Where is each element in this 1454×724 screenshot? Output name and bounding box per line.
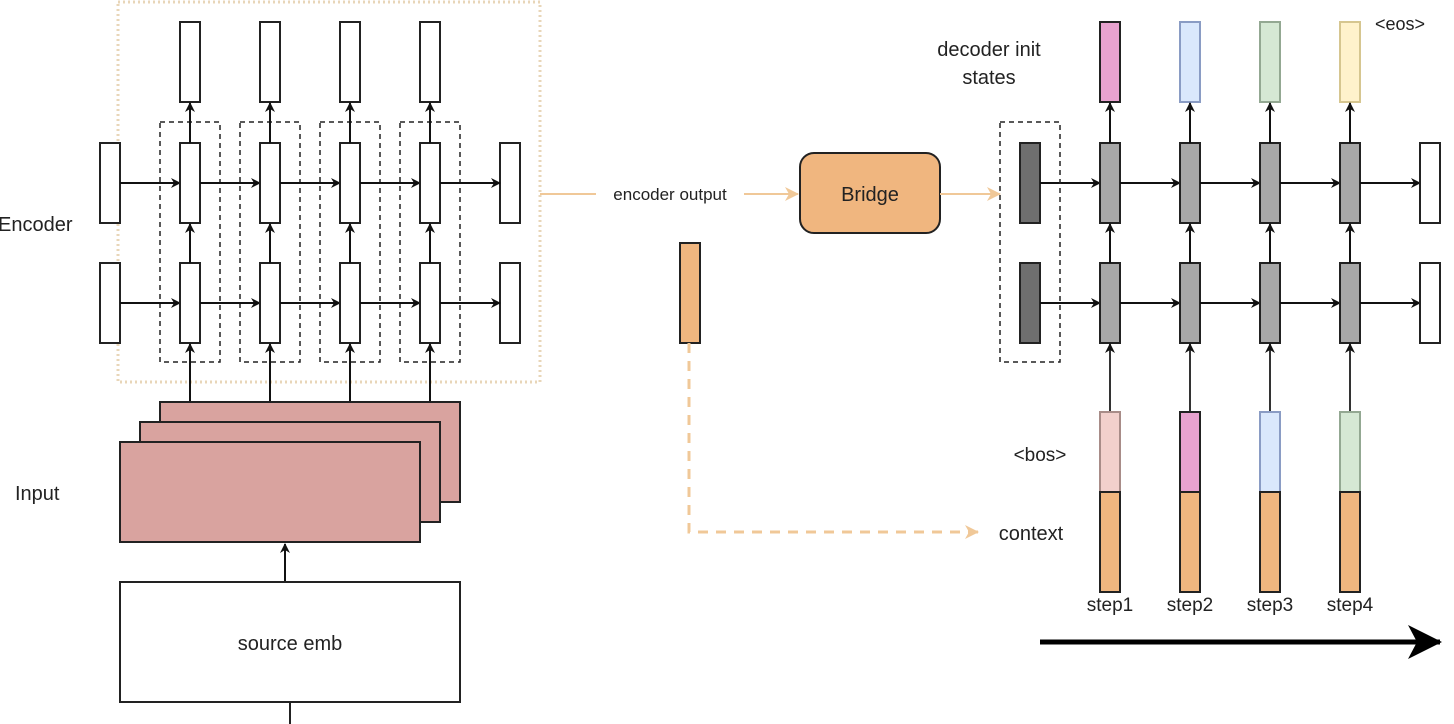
encoder-cell: [259, 262, 281, 344]
step-label-2: step2: [1167, 595, 1213, 616]
decoder-init-label-line2: states: [962, 67, 1015, 89]
encoder-output-cell: [259, 21, 281, 103]
encoder-cell: [419, 262, 441, 344]
decoder-context-vector: [1339, 491, 1361, 593]
encoder-cell: [259, 142, 281, 224]
input-layer-front: [119, 441, 421, 543]
decoder-cell: [1259, 142, 1281, 224]
source-emb-box: [119, 581, 461, 703]
decoder-grid: [1019, 21, 1441, 593]
decoder-cell: [1259, 262, 1281, 344]
encoder-final-state: [499, 262, 521, 344]
encoder-output-cell: [339, 21, 361, 103]
decoder-cell: [1099, 262, 1121, 344]
decoder-final-state: [1419, 262, 1441, 344]
encoder-cell: [179, 262, 201, 344]
decoder-input-token: [1339, 411, 1361, 493]
encoder-cell: [339, 262, 361, 344]
encoder-cell: [339, 142, 361, 224]
decoder-output-token: [1099, 21, 1121, 103]
decoder-context-vector: [1099, 491, 1121, 593]
decoder-context-vector: [1259, 491, 1281, 593]
decoder-output-token: [1179, 21, 1201, 103]
encoder-initial-state: [99, 142, 121, 224]
decoder-cell: [1099, 142, 1121, 224]
context-vector: [679, 242, 701, 344]
decoder-cell: [1179, 142, 1201, 224]
step-label-3: step3: [1247, 595, 1293, 616]
decoder-init-states-box: [999, 121, 1061, 363]
encoder-cell: [419, 142, 441, 224]
encoder-output-cell: [179, 21, 201, 103]
decoder-init-label-line1: decoder init: [937, 39, 1041, 61]
encoder-final-state: [499, 142, 521, 224]
decoder-init-state: [1019, 142, 1041, 224]
decoder-cell: [1339, 262, 1361, 344]
bos-label: <bos>: [1014, 445, 1067, 466]
encoder-cell: [179, 142, 201, 224]
decoder-input-token: [1099, 411, 1121, 493]
encoder-output-cell: [419, 21, 441, 103]
input-label: Input: [15, 483, 60, 505]
decoder-output-token: [1259, 21, 1281, 103]
step-label-4: step4: [1327, 595, 1374, 616]
context-dashed-arrow: [687, 343, 979, 539]
encoder-boundary: [116, 0, 542, 384]
decoder-context-vector: [1179, 491, 1201, 593]
context-label: context: [999, 523, 1064, 545]
decoder-cell: [1179, 262, 1201, 344]
encoder-label: Encoder: [0, 214, 73, 236]
decoder-input-token: [1259, 411, 1281, 493]
eos-label: <eos>: [1375, 14, 1425, 34]
decoder-cell: [1339, 142, 1361, 224]
encoder-initial-state: [99, 262, 121, 344]
decoder-output-token: [1339, 21, 1361, 103]
encoder-output-label: encoder output: [613, 185, 727, 204]
step-label-1: step1: [1087, 595, 1133, 616]
encoder-grid: [99, 21, 521, 402]
bridge-label: Bridge: [841, 184, 899, 206]
decoder-final-state: [1419, 142, 1441, 224]
decoder-init-state: [1019, 262, 1041, 344]
decoder-input-token: [1179, 411, 1201, 493]
source-emb-label: source emb: [238, 633, 343, 655]
